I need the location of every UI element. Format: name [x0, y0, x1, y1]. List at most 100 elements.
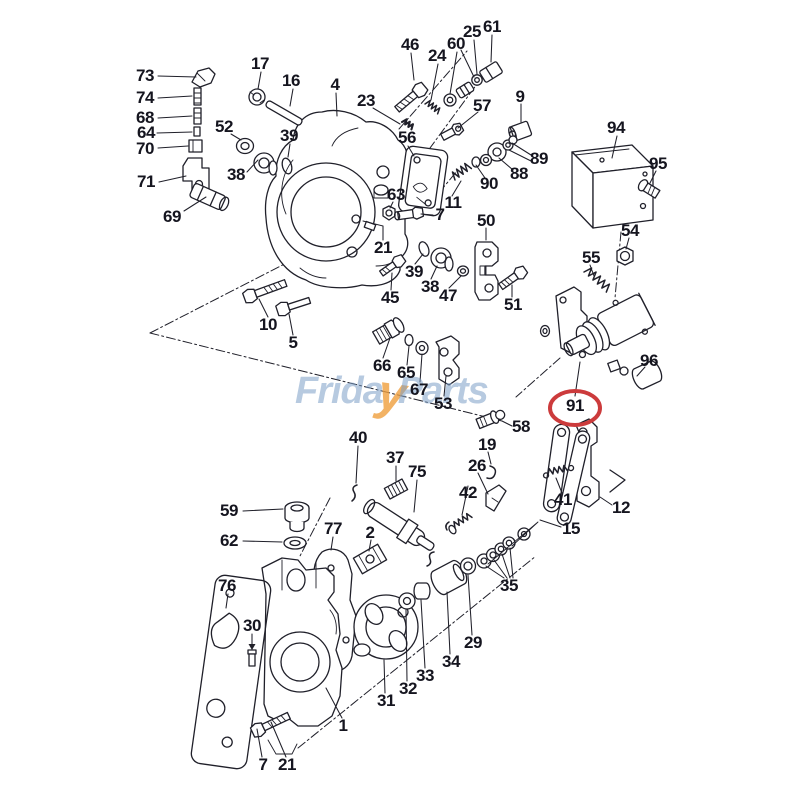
part-94-box [571, 144, 654, 229]
part-label-17: 17 [251, 54, 269, 73]
part-label-12: 12 [612, 498, 630, 517]
part-label-23: 23 [357, 91, 375, 110]
part-42-spring [445, 512, 473, 535]
part-53-bracket [435, 335, 460, 386]
part-17-nut [248, 88, 266, 106]
part-24-spring [424, 99, 441, 115]
part-label-73: 73 [136, 66, 154, 85]
part-16-rod [265, 100, 303, 126]
part-73-clamp [191, 67, 216, 88]
part-label-11: 11 [444, 193, 462, 212]
part-label-59: 59 [220, 501, 238, 520]
part-32-ring [398, 592, 416, 610]
part-label-15: 15 [562, 519, 580, 538]
part-label-58: 58 [512, 417, 530, 436]
part-29-ring [459, 557, 477, 575]
part-7-21-bolt-bottom [249, 711, 291, 738]
part-61-sleeve [479, 61, 503, 83]
part-10-bolt [242, 279, 288, 304]
part-label-68: 68 [136, 108, 154, 127]
part-label-64: 64 [137, 123, 155, 142]
part-62-washer [283, 536, 307, 550]
part-label-30: 30 [243, 616, 261, 635]
part-label-89: 89 [530, 149, 548, 168]
part-39-seal-left [281, 157, 293, 175]
part-label-90: 90 [480, 174, 498, 193]
part-65-oring [404, 333, 414, 347]
part-63-nut [382, 205, 396, 221]
part-55-spring [583, 267, 611, 293]
part-15-links [517, 423, 591, 541]
part-label-55: 55 [582, 248, 600, 267]
part-5-bolt [275, 296, 312, 317]
part-90-ring [471, 156, 481, 168]
part-label-54: 54 [621, 221, 639, 240]
part-label-66: 66 [373, 356, 391, 375]
part-label-38: 38 [227, 165, 245, 184]
part-label-95: 95 [649, 154, 667, 173]
leader-lines [156, 34, 657, 758]
part-label-4: 4 [330, 75, 340, 94]
part-label-52: 52 [215, 117, 233, 136]
part-label-31: 31 [377, 691, 395, 710]
part-label-34: 34 [442, 652, 460, 671]
part-76-gasket [190, 574, 272, 770]
part-35-washers [476, 521, 539, 569]
highlight-circle-91 [548, 389, 602, 427]
part-label-16: 16 [282, 71, 300, 90]
part-label-37: 37 [386, 448, 404, 467]
part-21-bits-top [351, 214, 377, 232]
part-50-bracket [474, 241, 499, 301]
part-60-washer-b [471, 74, 483, 86]
part-label-61: 61 [483, 17, 501, 36]
part-lever-shaft [363, 498, 435, 567]
part-70-bracket [188, 139, 203, 153]
part-label-45: 45 [381, 288, 399, 307]
part-51-bolt [498, 265, 529, 291]
part-58-fitting [475, 409, 506, 430]
part-label-39: 39 [280, 126, 298, 145]
part-label-21: 21 [374, 238, 392, 257]
part-label-74: 74 [136, 88, 154, 107]
part-label-32: 32 [399, 679, 417, 698]
part-59-cap [284, 501, 310, 533]
part-label-77: 77 [324, 519, 342, 538]
part-96-bushing [607, 359, 663, 390]
part-88-89-fittings [479, 135, 518, 167]
part-label-94: 94 [607, 118, 625, 137]
part-41-spring [542, 464, 575, 479]
part-30-bolt [247, 644, 257, 667]
part-60-washer-a [443, 93, 457, 107]
part-67-washer [415, 340, 429, 356]
part-33-bushing [413, 582, 431, 600]
part-label-1: 1 [338, 716, 348, 735]
part-2-plate [352, 543, 388, 575]
part-47-ring [456, 265, 470, 277]
part-66-plug [371, 317, 405, 345]
part-label-10: 10 [259, 315, 277, 334]
part-label-9: 9 [515, 87, 525, 106]
part-label-47: 47 [439, 286, 457, 305]
part-label-71: 71 [137, 172, 155, 191]
part-45-bolt [378, 254, 407, 277]
part-label-29: 29 [464, 633, 482, 652]
part-69-valve [189, 183, 230, 212]
part-label-56: 56 [398, 128, 416, 147]
part-64-spacer [193, 126, 201, 137]
part-label-62: 62 [220, 531, 238, 550]
part-91-solenoid [539, 286, 656, 359]
part-label-26: 26 [468, 456, 486, 475]
part-label-39: 39 [405, 262, 423, 281]
part-label-5: 5 [288, 333, 298, 352]
part-label-88: 88 [510, 164, 528, 183]
part-label-2: 2 [365, 523, 375, 542]
part-label-65: 65 [397, 363, 415, 382]
part-37-fitting [383, 478, 409, 500]
part-label-46: 46 [401, 35, 419, 54]
part-label-51: 51 [504, 295, 522, 314]
part-19-clip [486, 465, 497, 480]
part-label-67: 67 [410, 380, 428, 399]
part-11-spring [451, 162, 473, 181]
part-label-53: 53 [434, 394, 452, 413]
